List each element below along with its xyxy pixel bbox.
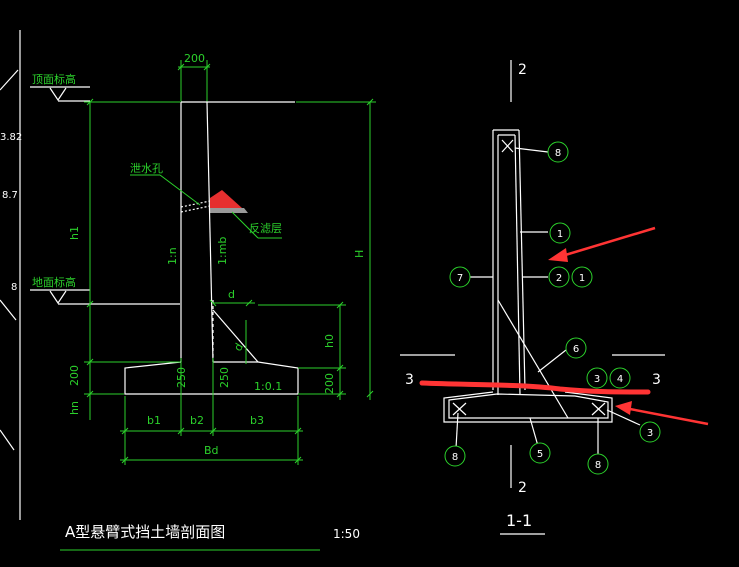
edge-text-2: 8.7	[2, 190, 18, 201]
dim-h0: h0	[323, 334, 336, 348]
svg-text:8: 8	[595, 460, 601, 471]
left-edge-fragments: 3.82 8.7 8	[0, 30, 22, 520]
label-slope-back: 1:n	[166, 247, 179, 265]
svg-text:8: 8	[555, 148, 561, 159]
svg-text:4: 4	[617, 374, 623, 385]
svg-text:5: 5	[537, 449, 543, 460]
dim-200-right: 200	[323, 373, 336, 394]
dim-H: H	[353, 250, 366, 258]
dim-top-width: 200	[184, 52, 205, 65]
svg-text:3: 3	[594, 374, 600, 385]
svg-text:8: 8	[452, 452, 458, 463]
red-arrow-lower	[615, 401, 709, 426]
dim-b2: b2	[190, 414, 204, 427]
marker-7: 7	[449, 266, 471, 288]
dim-hn: hn	[68, 401, 81, 415]
marker-2: 2	[548, 266, 570, 288]
marker-3-right: 3	[639, 421, 661, 443]
label-slope-front: 1:mb	[216, 237, 229, 265]
red-annotations	[419, 226, 709, 426]
marker-5: 5	[529, 442, 551, 464]
left-drawing-title: A型悬臂式挡土墙剖面图	[65, 523, 225, 541]
svg-text:1: 1	[579, 273, 585, 284]
label-slope-base: 1:0.1	[254, 380, 282, 393]
dim-d-top: d	[228, 288, 235, 301]
right-drawing-title: 1-1	[506, 511, 532, 530]
red-arrow-upper	[548, 226, 656, 262]
marker-1-top: 1	[549, 222, 571, 244]
edge-text-3: 8	[11, 282, 17, 293]
svg-text:7: 7	[457, 273, 463, 284]
label-top-elevation: 顶面标高	[32, 72, 76, 86]
marker-3-mid: 3	[586, 367, 608, 389]
label-ground-elevation: 地面标高	[32, 275, 76, 289]
marker-4: 4	[609, 367, 631, 389]
dim-250-b: 250	[218, 367, 231, 388]
marker-8-left: 8	[444, 445, 466, 467]
dim-b3: b3	[250, 414, 264, 427]
dim-h1: h1	[68, 226, 81, 240]
cut-label-top: 2	[518, 62, 527, 78]
red-highlight-line	[419, 380, 651, 395]
marker-8-right: 8	[587, 453, 609, 475]
dim-b1: b1	[147, 414, 161, 427]
right-section: 2 2 3 3	[400, 60, 665, 535]
svg-text:2: 2	[556, 273, 562, 284]
svg-text:1: 1	[557, 229, 563, 240]
svg-text:6: 6	[573, 344, 579, 355]
cut-label-left: 3	[405, 372, 414, 388]
cut-label-bottom: 2	[518, 480, 527, 496]
marker-6: 6	[565, 337, 587, 359]
cut-label-right: 3	[652, 372, 661, 388]
svg-text:3: 3	[647, 428, 653, 439]
dim-Bd: Bd	[204, 444, 219, 457]
drawing-scale: 1:50	[333, 527, 360, 541]
label-filter-layer: 反滤层	[249, 222, 282, 235]
edge-text-1: 3.82	[0, 132, 22, 143]
left-section: 200 顶面标高 地面标高 泄水孔 反滤层 1:n 1:mb	[30, 52, 376, 551]
label-drain-hole: 泄水孔	[130, 162, 163, 175]
marker-8-top: 8	[547, 141, 569, 163]
dim-250-a: 250	[175, 367, 188, 388]
marker-1-mid: 1	[571, 266, 593, 288]
dim-d-diag: d	[231, 341, 246, 354]
dim-200-left: 200	[68, 365, 81, 386]
